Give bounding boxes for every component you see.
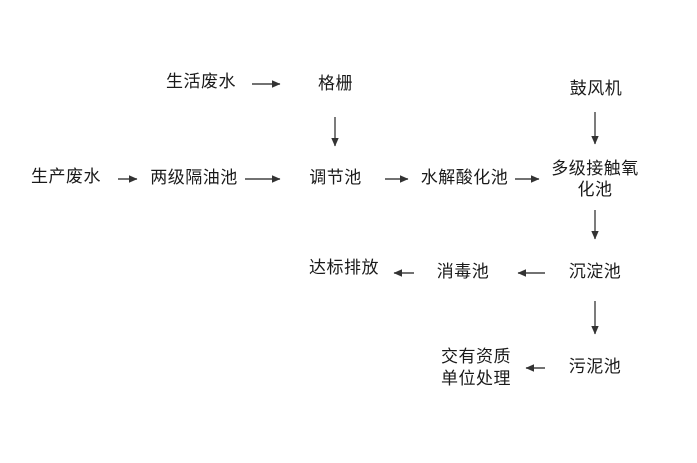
node-grid[interactable]: 格栅 <box>286 53 385 117</box>
node-hydrolysis-label: 水解酸化池 <box>420 168 509 189</box>
node-disinfect-label: 消毒池 <box>436 262 490 283</box>
label-domestic-wastewater: 生活废水 <box>166 72 236 92</box>
node-multistage-contact-oxidation-tank[interactable]: 多级接触氧化池 <box>545 150 645 210</box>
label-qualified-unit-treatment: 交有资质 单位处理 <box>441 347 511 389</box>
node-hydrolysis-acidification-tank[interactable]: 水解酸化池 <box>414 152 515 206</box>
label-production-wastewater: 生产废水 <box>31 167 101 187</box>
label-compliant-discharge: 达标排放 <box>309 258 379 278</box>
node-two-stage-oil-separation-tank[interactable]: 两级隔油池 <box>143 152 245 206</box>
node-oxidation-label: 多级接触氧化池 <box>551 158 639 200</box>
node-oil-label: 两级隔油池 <box>150 168 238 189</box>
node-regulate-label: 调节池 <box>309 168 362 189</box>
label-blower: 鼓风机 <box>569 79 623 99</box>
node-sludge-tank[interactable]: 污泥池 <box>545 340 645 396</box>
node-disinfection-tank[interactable]: 消毒池 <box>414 245 512 301</box>
node-grid-label: 格栅 <box>318 74 353 95</box>
node-sludge-label: 污泥池 <box>568 357 622 378</box>
node-sedimentation-tank[interactable]: 沉淀池 <box>545 245 645 301</box>
node-sediment-label: 沉淀池 <box>568 262 622 283</box>
node-regulating-tank[interactable]: 调节池 <box>286 152 385 206</box>
